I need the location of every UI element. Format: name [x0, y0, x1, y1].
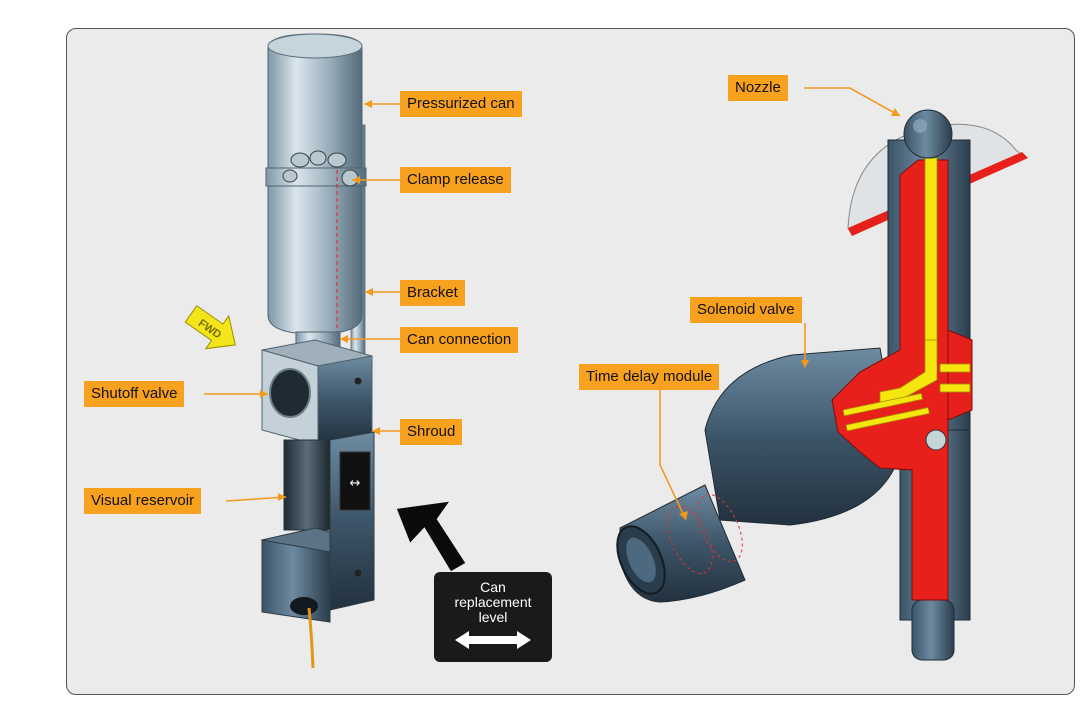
view-direction-arrow	[396, 501, 466, 572]
shutoff-valve-window	[269, 368, 311, 418]
label-can-connection: Can connection	[400, 327, 519, 353]
can-top	[267, 33, 363, 59]
can-level-line1: Can	[480, 579, 506, 595]
label-bracket: Bracket	[400, 280, 465, 306]
double-arrow-icon	[455, 631, 531, 649]
can-level-line2: replacement	[454, 594, 532, 610]
label-shutoff-valve: Shutoff valve	[84, 381, 185, 407]
can-level-line3: level	[478, 609, 508, 625]
hidden-internal-lines	[667, 493, 743, 575]
label-clamp-release: Clamp release	[400, 167, 511, 193]
label-nozzle: Nozzle	[728, 75, 788, 101]
cutaway-section	[831, 159, 949, 601]
visual-reservoir-tube	[283, 439, 331, 531]
fitting	[925, 429, 947, 451]
label-visual-reservoir: Visual reservoir	[84, 488, 202, 514]
nozzle-tip	[903, 109, 953, 159]
fluid-passages	[842, 157, 971, 432]
can-replacement-level-callout: Can replacement level	[434, 572, 552, 662]
fwd-arrow: FWD	[184, 305, 236, 350]
outlet-line	[307, 607, 315, 669]
right-assembly	[616, 109, 1028, 661]
label-pressurized-can: Pressurized can	[400, 91, 522, 117]
cutaway-right	[947, 329, 973, 421]
leader-lines	[204, 87, 901, 521]
label-shroud: Shroud	[400, 419, 463, 445]
level-arrow-glyph: ↔	[350, 476, 361, 491]
leader-arrowheads	[260, 100, 900, 520]
outlet-port	[290, 597, 318, 615]
shroud-block-side	[317, 355, 373, 446]
label-time-delay-module: Time delay module	[579, 364, 720, 390]
screw	[354, 377, 362, 385]
left-assembly: ↔ FWD	[184, 33, 466, 669]
clamp-release-mechanism	[282, 150, 359, 187]
label-solenoid-valve: Solenoid valve	[690, 297, 802, 323]
screw	[354, 569, 362, 577]
valve-stem	[911, 599, 955, 661]
level-indicator-window	[339, 451, 371, 511]
